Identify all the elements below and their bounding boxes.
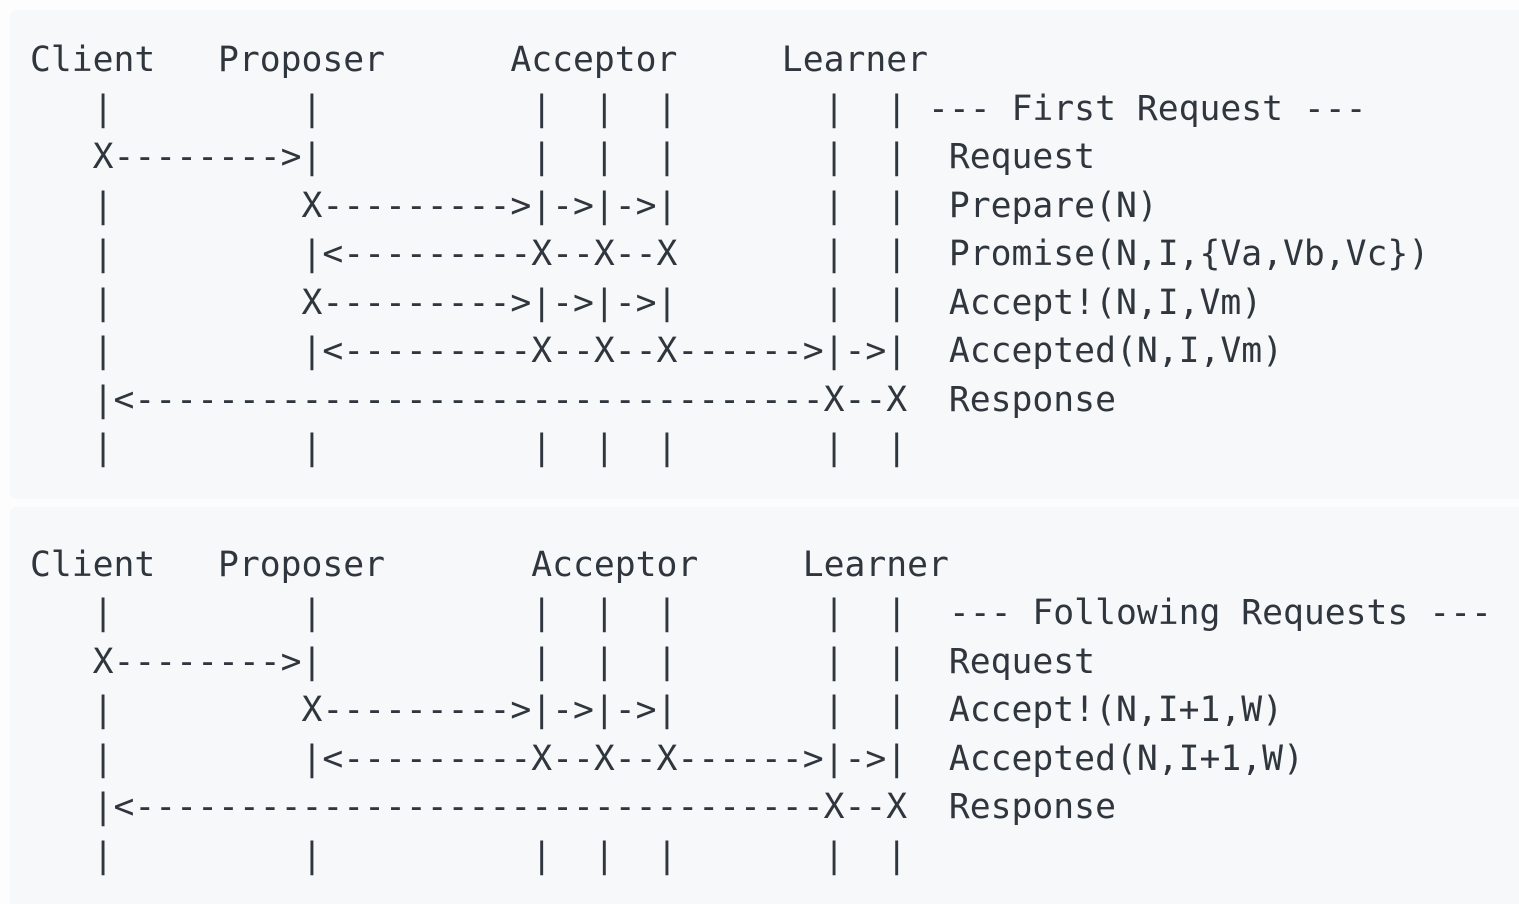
paxos-first-request-ascii-diagram: Client Proposer Acceptor Learner | | | |… [30, 40, 1430, 468]
code-block-following-requests: Client Proposer Acceptor Learner | | | |… [10, 506, 1519, 904]
code-block-first-request: Client Proposer Acceptor Learner | | | |… [10, 10, 1519, 499]
paxos-document-page: Client Proposer Acceptor Learner | | | |… [0, 10, 1519, 904]
paxos-following-requests-ascii-diagram: Client Proposer Acceptor Learner | | | |… [30, 544, 1492, 876]
